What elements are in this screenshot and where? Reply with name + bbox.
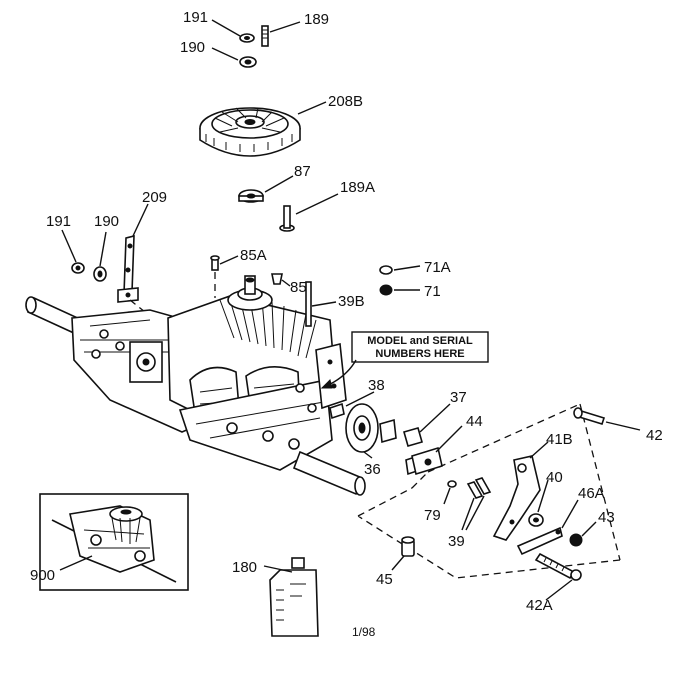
key-38 [329, 402, 345, 420]
bracket-44 [411, 446, 443, 476]
callout-87: 87 [294, 163, 311, 180]
fan-pulley-208B [199, 107, 301, 157]
date-code: 1/98 [352, 625, 376, 639]
bolt-189 [261, 25, 269, 47]
callout-41B: 41B [546, 431, 573, 448]
notice-line-2: NUMBERS HERE [375, 348, 464, 360]
pin-79 [447, 480, 457, 488]
plug-85 [271, 273, 283, 285]
link-46A [516, 526, 563, 556]
callout-189A: 189A [340, 179, 375, 196]
washer-191-top [239, 33, 255, 43]
callout-79: 79 [424, 507, 441, 524]
nut-190-top [239, 56, 257, 68]
lever-arm-209 [117, 234, 139, 303]
assembly-outline [357, 403, 621, 579]
callout-71: 71 [424, 283, 441, 300]
nut-191-left [71, 262, 85, 274]
nut-40 [528, 513, 544, 527]
pin-39B [305, 281, 312, 327]
spacer-87 [238, 189, 264, 203]
callout-190-top: 190 [180, 39, 205, 56]
pins-39 [466, 477, 492, 499]
callout-85: 85 [290, 279, 307, 296]
callout-labels: 191 189 190 208B 87 189A 209 191 190 85A… [30, 9, 663, 639]
callout-43: 43 [598, 509, 615, 526]
callout-45: 45 [376, 571, 393, 588]
callout-39B: 39B [338, 293, 365, 310]
callout-46A: 46A [578, 485, 605, 502]
cap-71 [379, 284, 393, 296]
callout-191-top: 191 [183, 9, 208, 26]
transmission-assembly [25, 275, 366, 496]
callout-900: 900 [30, 567, 55, 584]
notice-line-1: MODEL and SERIAL [367, 335, 473, 347]
inset-assembly-900 [39, 493, 189, 591]
callout-208B: 208B [328, 93, 363, 110]
bolt-42 [573, 407, 606, 425]
callout-209: 209 [142, 189, 167, 206]
nut-43 [569, 533, 583, 547]
callout-39: 39 [448, 533, 465, 550]
callout-40: 40 [546, 469, 563, 486]
callout-36: 36 [364, 461, 381, 478]
bolt-189A [279, 205, 295, 232]
sleeve-45 [401, 536, 415, 557]
plug-85A [210, 255, 220, 271]
washer-190-left [93, 266, 107, 282]
bolt-42A [534, 552, 582, 581]
callout-42A: 42A [526, 597, 553, 614]
model-serial-notice: MODEL and SERIAL NUMBERS HERE [320, 331, 489, 389]
oil-bottle-180 [269, 557, 319, 637]
callout-191-left: 191 [46, 213, 71, 230]
callout-180: 180 [232, 559, 257, 576]
callout-44: 44 [466, 413, 483, 430]
callout-37: 37 [450, 389, 467, 406]
disc-36 [345, 403, 379, 453]
washer-71A [379, 265, 393, 275]
lever-41B [492, 455, 541, 541]
callout-189: 189 [304, 11, 329, 28]
callout-38: 38 [368, 377, 385, 394]
bushing-38 [379, 418, 397, 444]
callout-190-left: 190 [94, 213, 119, 230]
callout-85A: 85A [240, 247, 267, 264]
callout-42: 42 [646, 427, 663, 444]
callout-71A: 71A [424, 259, 451, 276]
